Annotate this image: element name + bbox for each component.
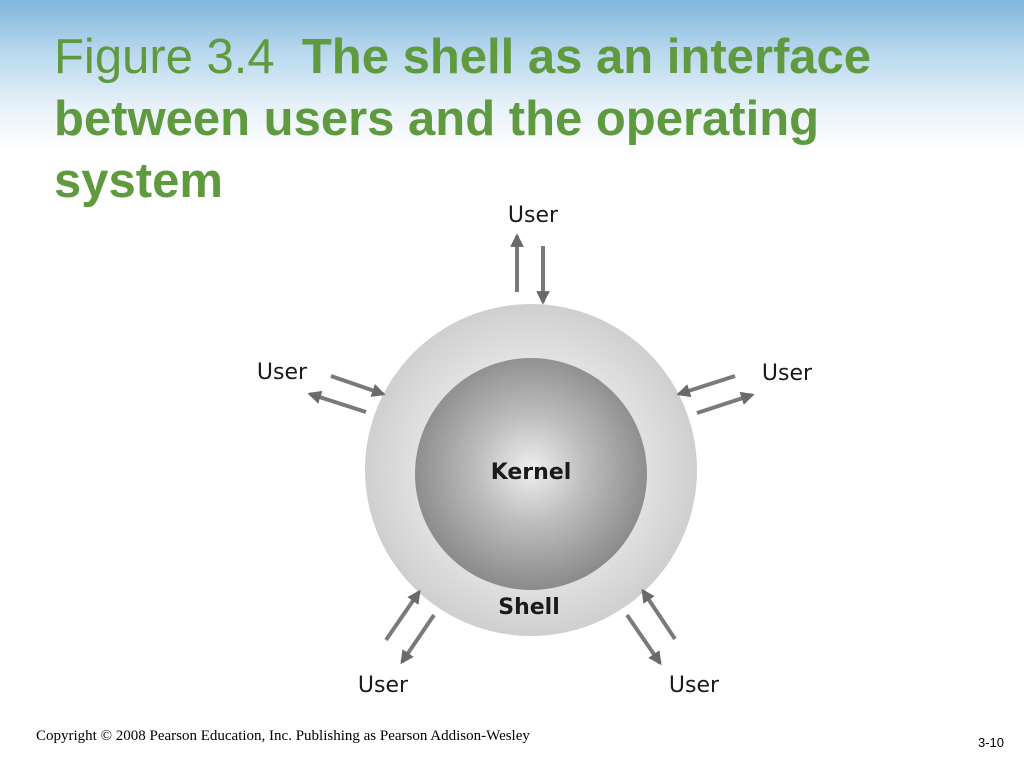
user-left: User [257,360,386,414]
user-top: User [508,203,559,305]
arrow-to-user [696,391,755,415]
shell-label: Shell [498,595,560,620]
user-bottom-left: User [358,589,436,698]
user-label: User [669,673,720,698]
arrow-to-shell [384,589,421,642]
figure-number: Figure 3.4 [54,30,275,84]
kernel-core [415,358,647,590]
page-number: 3-10 [977,735,1004,750]
user-label: User [762,361,813,386]
figure-caption: The shell as an interface between users … [54,30,872,208]
arrow-to-shell [676,374,736,398]
slide-title: Figure 3.4 The shell as an interface bet… [54,26,954,212]
user-label: User [508,203,559,228]
arrow-to-user [307,390,367,414]
arrow-to-shell [641,588,677,641]
copyright-notice: Copyright © 2008 Pearson Education, Inc.… [36,728,530,744]
user-label: User [257,360,308,385]
title-background-band [0,0,1024,150]
user-bottom-right: User [625,588,720,698]
kernel-label: Kernel [491,460,572,485]
user-label: User [358,673,409,698]
arrow-to-user [625,613,662,666]
arrow-to-shell [330,374,386,397]
arrow-to-user [400,613,436,665]
user-right: User [676,361,813,415]
